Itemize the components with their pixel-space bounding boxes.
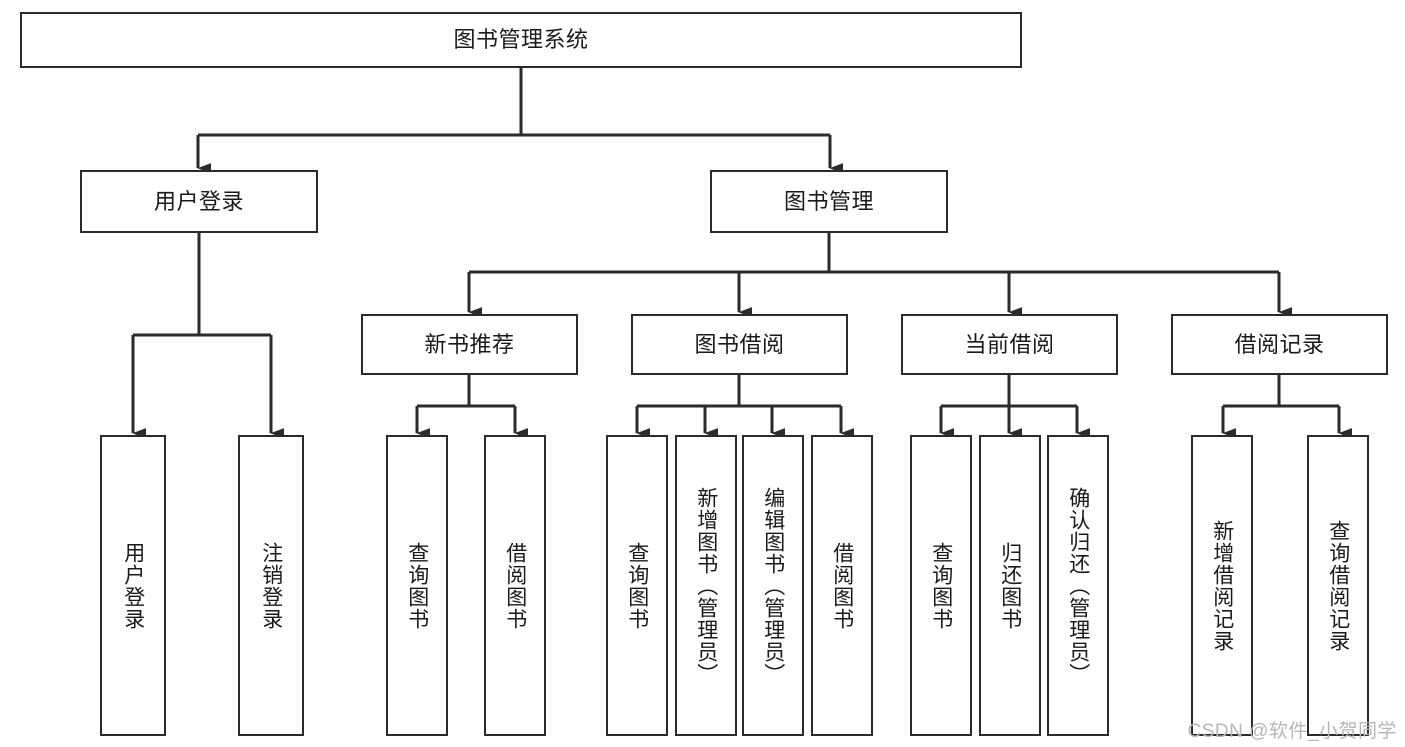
- node-leaf-borrow-book-2-label: 借阅图书: [830, 541, 854, 630]
- node-leaf-query-book-1[interactable]: 查询图书: [386, 435, 448, 736]
- node-borrow-record-label: 借阅记录: [1234, 331, 1325, 357]
- node-leaf-query-book-2[interactable]: 查询图书: [606, 435, 668, 736]
- node-leaf-user-login[interactable]: 用户登录: [100, 435, 166, 736]
- node-book-borrow-label: 图书借阅: [694, 331, 785, 357]
- node-leaf-borrow-book-2[interactable]: 借阅图书: [811, 435, 873, 736]
- watermark-text: CSDN @软件_小贺同学: [1187, 721, 1397, 742]
- node-book-borrow[interactable]: 图书借阅: [631, 314, 848, 375]
- node-current-borrow[interactable]: 当前借阅: [901, 314, 1118, 375]
- node-current-borrow-label: 当前借阅: [964, 331, 1055, 357]
- node-borrow-record[interactable]: 借阅记录: [1171, 314, 1388, 375]
- node-leaf-query-record-label: 查询借阅记录: [1326, 519, 1350, 652]
- node-leaf-borrow-book-1-label: 借阅图书: [503, 541, 527, 630]
- node-new-book-rec[interactable]: 新书推荐: [361, 314, 578, 375]
- node-book-manage[interactable]: 图书管理: [710, 170, 948, 233]
- node-leaf-edit-book[interactable]: 编辑图书（管理员）: [742, 435, 804, 736]
- node-leaf-query-book-3[interactable]: 查询图书: [910, 435, 972, 736]
- node-leaf-query-book-3-label: 查询图书: [929, 541, 953, 630]
- node-book-manage-label: 图书管理: [783, 188, 874, 214]
- node-leaf-query-book-1-label: 查询图书: [405, 541, 429, 630]
- node-leaf-logout-login-label: 注销登录: [259, 541, 283, 630]
- node-leaf-add-book[interactable]: 新增图书（管理员）: [675, 435, 737, 736]
- node-leaf-user-login-label: 用户登录: [121, 541, 145, 630]
- node-leaf-query-book-2-label: 查询图书: [625, 541, 649, 630]
- node-leaf-edit-book-label: 编辑图书（管理员）: [761, 486, 785, 685]
- node-user-login[interactable]: 用户登录: [80, 170, 318, 233]
- node-leaf-return-book[interactable]: 归还图书: [979, 435, 1041, 736]
- node-leaf-add-record-label: 新增借阅记录: [1210, 519, 1234, 652]
- node-root-label: 图书管理系统: [453, 27, 589, 53]
- node-leaf-query-record[interactable]: 查询借阅记录: [1307, 435, 1369, 736]
- node-leaf-add-record[interactable]: 新增借阅记录: [1191, 435, 1253, 736]
- node-leaf-confirm-return-label: 确认归还（管理员）: [1066, 486, 1090, 685]
- node-user-login-label: 用户登录: [153, 188, 244, 214]
- node-leaf-logout-login[interactable]: 注销登录: [238, 435, 304, 736]
- node-leaf-borrow-book-1[interactable]: 借阅图书: [484, 435, 546, 736]
- node-leaf-return-book-label: 归还图书: [998, 541, 1022, 630]
- node-leaf-add-book-label: 新增图书（管理员）: [694, 486, 718, 685]
- node-root[interactable]: 图书管理系统: [20, 12, 1022, 68]
- node-new-book-rec-label: 新书推荐: [424, 331, 515, 357]
- node-leaf-confirm-return[interactable]: 确认归还（管理员）: [1047, 435, 1109, 736]
